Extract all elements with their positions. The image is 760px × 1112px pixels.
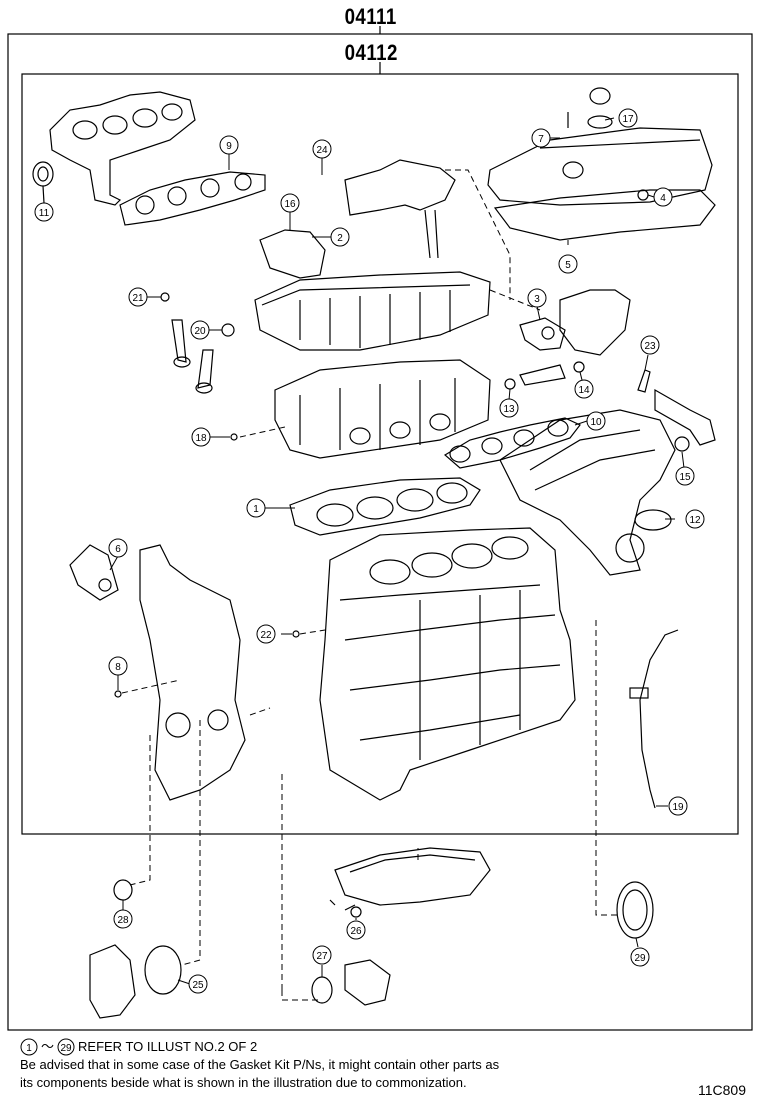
callout-5: 5: [558, 254, 578, 274]
callout-28: 28: [113, 909, 133, 929]
exhaust-manifold-drawing: [49, 91, 196, 206]
callout-10: 10: [586, 411, 606, 431]
callout-7: 7: [531, 128, 551, 148]
head-gasket-drawing: [289, 477, 481, 536]
callout-2: 2: [330, 227, 350, 247]
svg-text:20: 20: [194, 326, 206, 337]
callout-16: 16: [280, 193, 300, 213]
svg-text:13: 13: [503, 404, 515, 415]
svg-text:29: 29: [634, 953, 646, 964]
callout-9: 9: [219, 135, 239, 155]
svg-text:1: 1: [26, 1043, 32, 1054]
inner-assembly-number: 04112: [344, 40, 398, 65]
callout-29: 29: [630, 947, 650, 967]
callout-17: 17: [618, 108, 638, 128]
svg-text:27: 27: [316, 951, 328, 962]
callout-22: 22: [256, 624, 276, 644]
callout-13: 13: [499, 398, 519, 418]
svg-text:19: 19: [672, 802, 684, 813]
ref-tilde: ～: [41, 1039, 55, 1054]
callout-ref-start-icon: 1: [20, 1038, 38, 1056]
exhaust-gasket-drawing: [119, 171, 266, 226]
svg-text:15: 15: [679, 472, 691, 483]
svg-text:17: 17: [622, 114, 634, 125]
svg-text:18: 18: [195, 433, 207, 444]
intake-gasket-drawing: [443, 417, 581, 469]
svg-text:8: 8: [115, 662, 121, 673]
svg-text:12: 12: [689, 515, 701, 526]
callout-25: 25: [188, 974, 208, 994]
advisory-line-2: its components beside what is shown in t…: [20, 1075, 467, 1090]
svg-text:2: 2: [337, 233, 343, 244]
egr-cooler-drawing: [344, 159, 456, 216]
svg-text:23: 23: [644, 341, 656, 352]
callout-20: 20: [190, 320, 210, 340]
svg-text:24: 24: [316, 145, 328, 156]
svg-text:21: 21: [132, 293, 144, 304]
advisory-line-1: Be advised that in some case of the Gask…: [20, 1057, 500, 1072]
callout-21: 21: [128, 287, 148, 307]
cam-housing-drawing: [254, 271, 491, 351]
svg-text:10: 10: [590, 417, 602, 428]
svg-text:1: 1: [253, 504, 259, 515]
callout-26: 26: [346, 920, 366, 940]
callout-18: 18: [191, 427, 211, 447]
svg-text:6: 6: [115, 544, 121, 555]
valve-cover-drawing: [487, 127, 713, 206]
svg-text:9: 9: [226, 141, 232, 152]
svg-text:7: 7: [538, 134, 544, 145]
svg-text:14: 14: [578, 385, 590, 396]
callout-19: 19: [668, 796, 688, 816]
callout-11: 11: [34, 202, 54, 222]
oil-pan-drawing: [334, 847, 491, 906]
reference-text: REFER TO ILLUST NO.2 OF 2: [78, 1039, 258, 1054]
dipstick-drawing: [639, 629, 679, 809]
callout-3: 3: [527, 288, 547, 308]
intake-manifold-drawing: [499, 409, 676, 576]
svg-text:22: 22: [260, 630, 272, 641]
callout-15: 15: [675, 466, 695, 486]
callout-ref-end-icon: 29: [57, 1038, 75, 1056]
outer-assembly-number: 04111: [344, 4, 397, 29]
callout-27: 27: [312, 945, 332, 965]
svg-text:11: 11: [39, 208, 50, 219]
svg-text:5: 5: [565, 260, 571, 271]
callout-12: 12: [685, 509, 705, 529]
callout-14: 14: [574, 379, 594, 399]
valve-cover-gasket-drawing: [493, 189, 716, 241]
callout-8: 8: [108, 656, 128, 676]
svg-text:28: 28: [117, 915, 129, 926]
inner-frame: [21, 73, 739, 835]
callout-1: 1: [246, 498, 266, 518]
notes-block: 1 ～ 29 REFER TO ILLUST NO.2 OF 2 Be advi…: [20, 1038, 499, 1092]
svg-text:3: 3: [534, 294, 540, 305]
callout-6: 6: [108, 538, 128, 558]
callout-23: 23: [640, 335, 660, 355]
svg-text:29: 29: [60, 1043, 72, 1054]
engine-block-drawing: [319, 527, 576, 801]
callout-24: 24: [312, 139, 332, 159]
water-pump-drawing: [89, 944, 136, 1019]
cylinder-head-drawing: [274, 359, 491, 459]
callout-4: 4: [653, 187, 673, 207]
reference-note: 1 ～ 29 REFER TO ILLUST NO.2 OF 2: [20, 1038, 499, 1056]
svg-text:26: 26: [350, 926, 362, 937]
svg-text:4: 4: [660, 193, 666, 204]
svg-text:16: 16: [284, 199, 296, 210]
svg-text:25: 25: [192, 980, 204, 991]
timing-cover-drawing: [139, 544, 246, 801]
outer-frame: [7, 33, 753, 1031]
illustration-code: 11C809: [697, 1082, 746, 1098]
